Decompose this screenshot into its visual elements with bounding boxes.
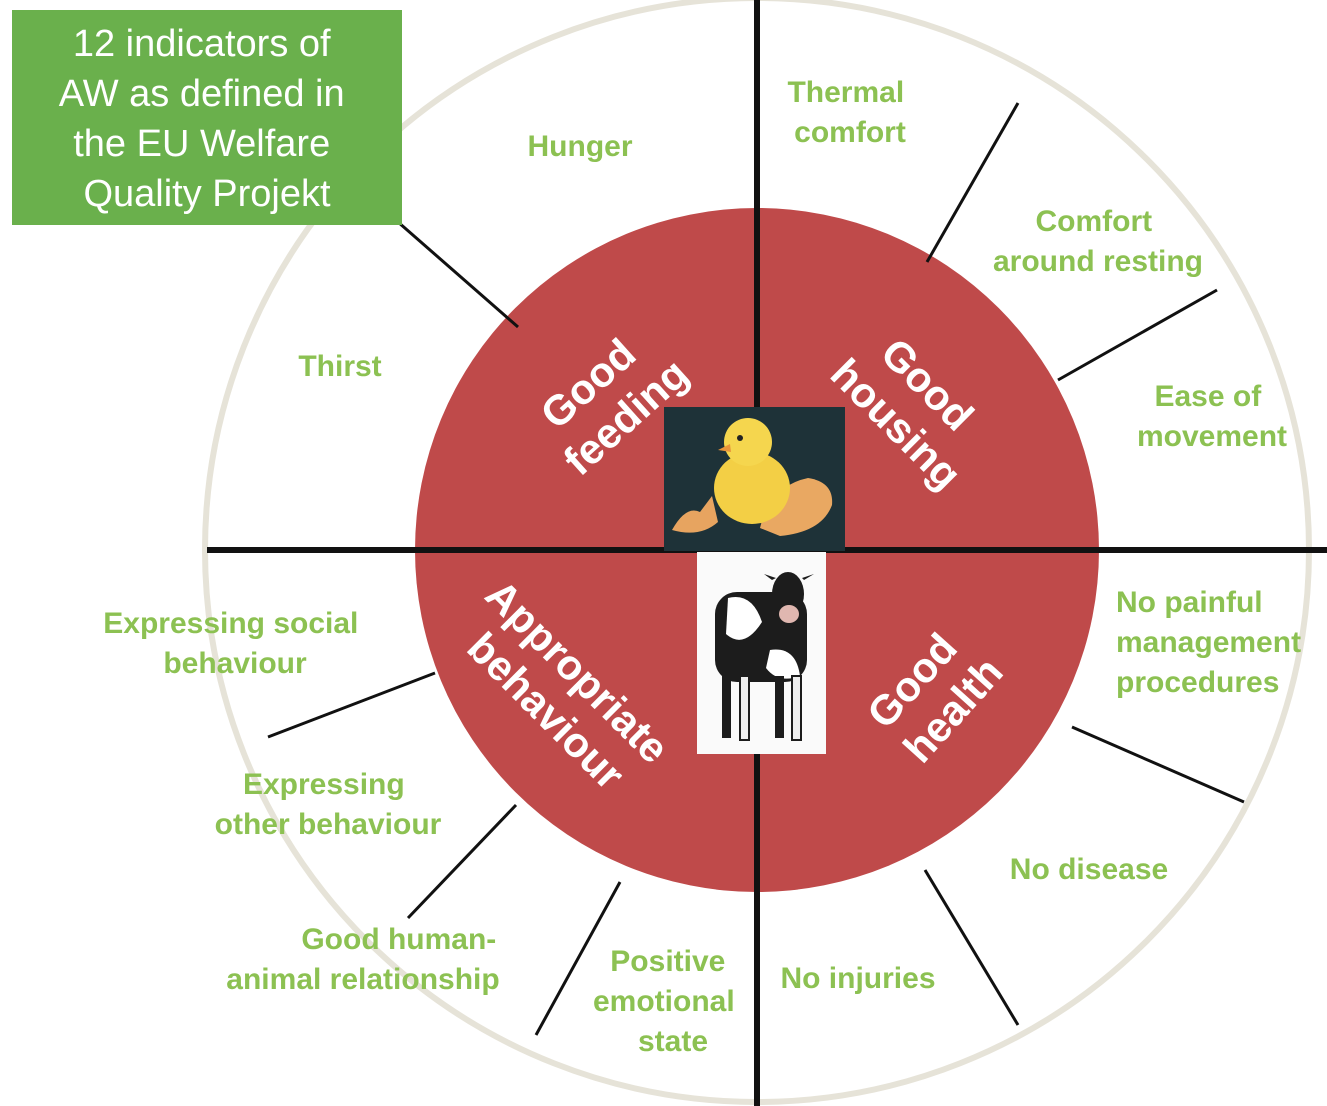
sector-line-behaviour-3: [267, 671, 436, 739]
sector-line-feeding: [397, 220, 519, 329]
title-line-3: the EU Welfare: [73, 123, 330, 165]
sector-line-housing-2: [1057, 288, 1218, 382]
title-line-2: AW as defined in: [59, 73, 345, 115]
sector-line-health-2: [923, 869, 1020, 1026]
indicator-comfort-around-resting: Comfort around resting: [993, 205, 1203, 278]
title-line-4: Quality Projekt: [83, 173, 331, 215]
sector-line-behaviour-1: [534, 881, 622, 1036]
svg-text:12 indicators of AW as d: 12 indicators of AW as defined in the EU…: [59, 23, 355, 215]
title-box: 12 indicators of AW as defined in the EU…: [12, 10, 402, 225]
indicator-good-human-animal-relationship: Good human- animal relationship: [226, 923, 504, 996]
indicator-thirst: Thirst: [298, 350, 381, 383]
title-line-1: 12 indicators of: [73, 23, 331, 65]
cow-photo: [697, 552, 826, 754]
sector-line-behaviour-2: [406, 803, 518, 920]
indicator-no-disease: No disease: [1010, 853, 1168, 886]
indicator-positive-emotional-state: Positive emotional state: [593, 945, 743, 1058]
sector-line-housing-1: [925, 102, 1020, 263]
indicator-thermal-comfort: Thermal comfort: [787, 76, 912, 149]
indicator-expressing-other-behaviour: Expressing other behaviour: [215, 768, 442, 841]
sector-line-health-1: [1071, 725, 1245, 804]
indicator-hunger: Hunger: [528, 130, 633, 163]
indicator-no-injuries: No injuries: [780, 962, 935, 995]
indicator-ease-of-movement: Ease of movement: [1137, 380, 1287, 453]
indicator-no-painful-management: No painful management procedures: [1116, 586, 1309, 699]
chick-photo: [664, 407, 845, 551]
title-box-background: [12, 10, 402, 225]
sector-lines: [267, 102, 1245, 1036]
indicator-expressing-social-behaviour: Expressing social behaviour: [103, 607, 366, 680]
